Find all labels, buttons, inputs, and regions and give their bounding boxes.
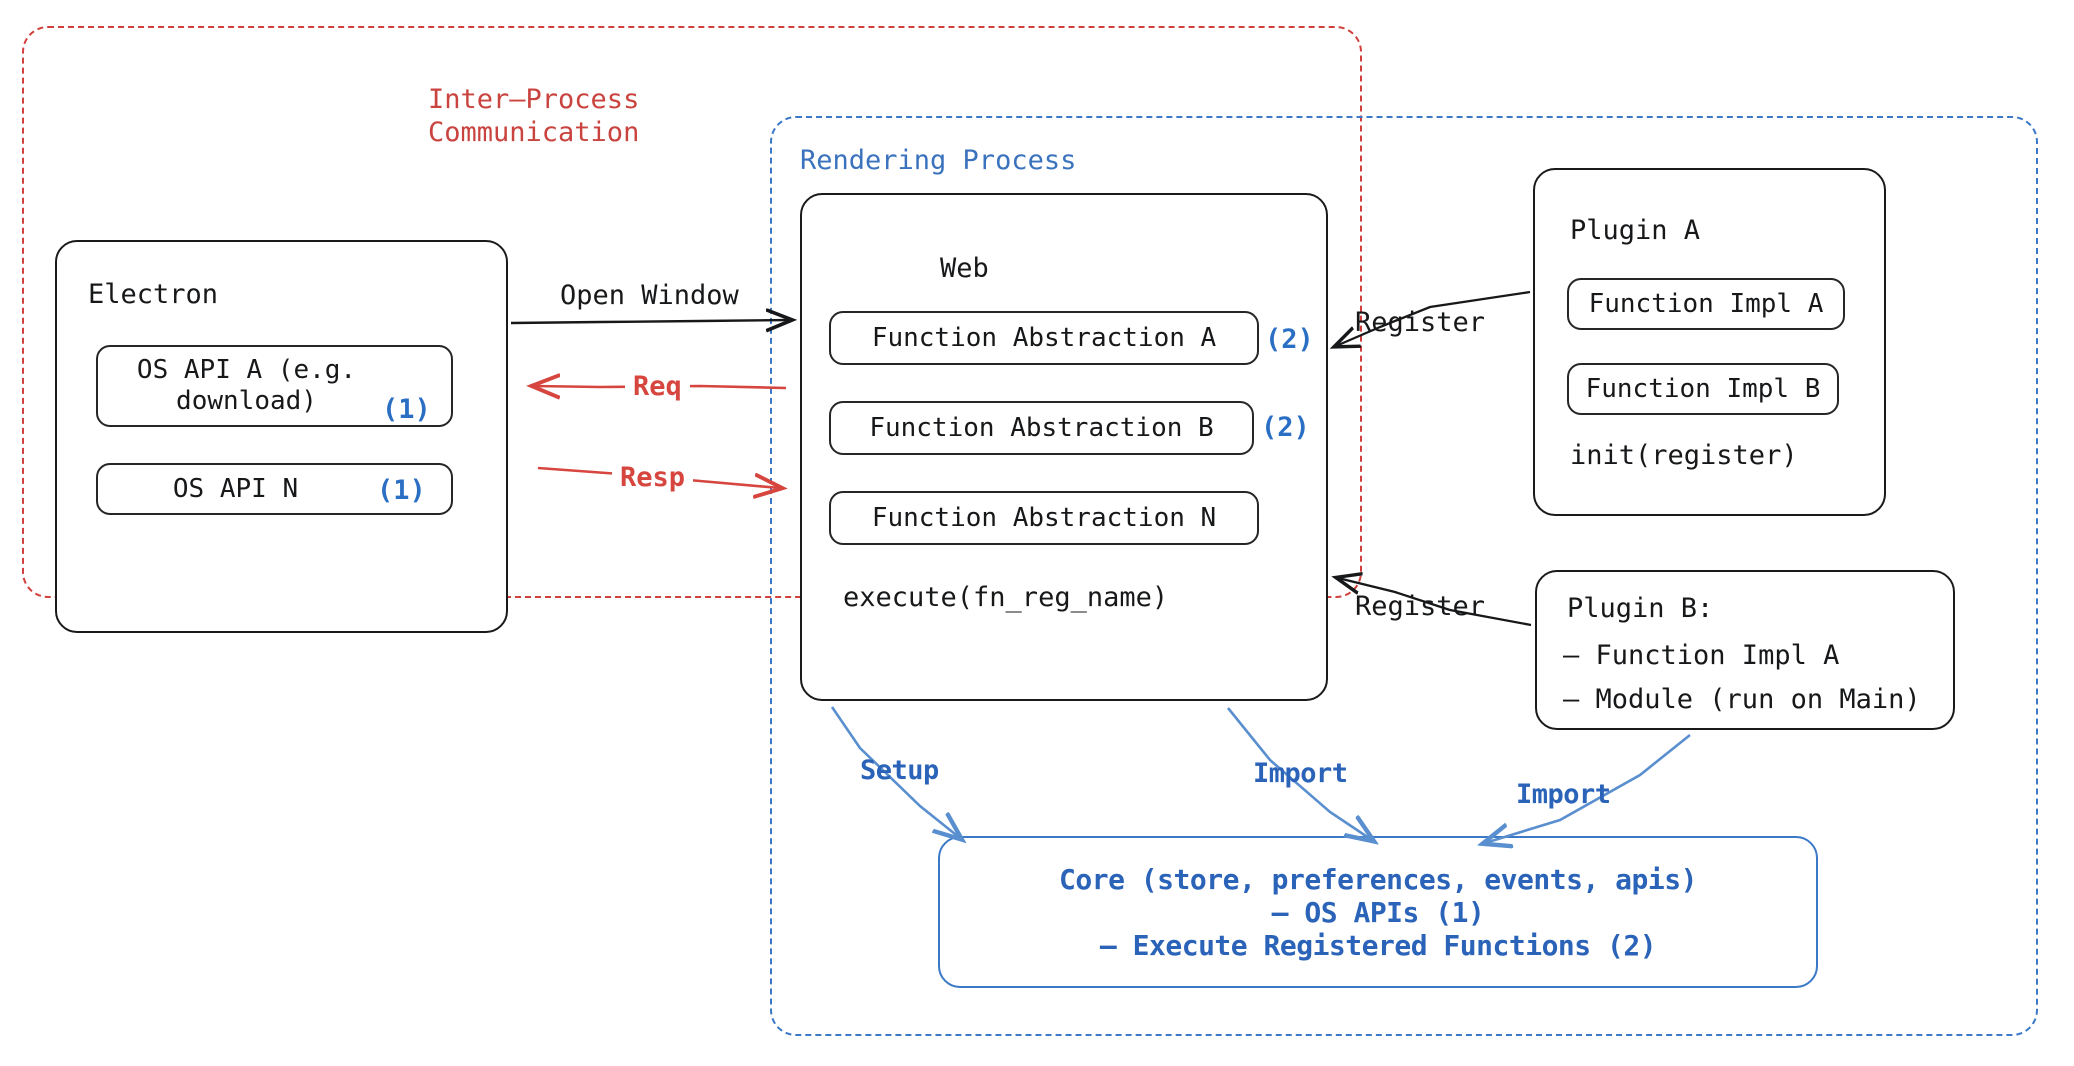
core-line-2: – Execute Registered Functions (2) (1099, 928, 1657, 962)
plugin-b-title: Plugin B: (1567, 593, 1714, 624)
function-impl-b-label: Function Impl B (1585, 374, 1821, 404)
function-abstraction-a-box[interactable]: Function Abstraction A (829, 311, 1259, 365)
os-api-a-badge: (1) (382, 394, 431, 425)
function-abstraction-a-badge: (2) (1265, 324, 1314, 355)
os-api-n-badge: (1) (377, 475, 426, 506)
web-title: Web (940, 253, 989, 284)
os-api-n-label: OS API N (172, 474, 299, 504)
electron-title: Electron (88, 279, 219, 310)
electron-box (55, 240, 508, 633)
function-abstraction-n-box[interactable]: Function Abstraction N (829, 491, 1259, 545)
plugin-b-item-0: – Function Impl A (1563, 640, 1840, 671)
resp-label: Resp (612, 462, 694, 495)
setup-label: Setup (860, 755, 939, 786)
os-api-a-box[interactable]: OS API A (e.g. download) (96, 345, 453, 427)
rendering-process-label: Rendering Process (800, 145, 1077, 176)
plugin-b-box (1535, 570, 1955, 730)
import-plugin-label: Import (1516, 779, 1611, 810)
function-abstraction-b-box[interactable]: Function Abstraction B (829, 401, 1254, 455)
core-line-1: – OS APIs (1) (1271, 895, 1485, 929)
function-impl-a-box[interactable]: Function Impl A (1567, 278, 1845, 330)
register-plugin-b-label: Register (1355, 591, 1486, 622)
function-abstraction-b-label: Function Abstraction B (869, 413, 1214, 443)
function-abstraction-b-badge: (2) (1261, 412, 1310, 443)
core-box: Core (store, preferences, events, apis) … (938, 836, 1818, 988)
rendering-process-container (770, 116, 2038, 1036)
open-window-label: Open Window (560, 280, 739, 311)
web-execute-label: execute(fn_reg_name) (843, 582, 1169, 613)
function-abstraction-a-label: Function Abstraction A (871, 323, 1217, 353)
ipc-container-label: Inter–Process Communication (428, 84, 640, 148)
plugin-a-box (1533, 168, 1886, 516)
req-label: Req (625, 371, 690, 404)
function-impl-b-box[interactable]: Function Impl B (1567, 363, 1839, 415)
plugin-a-init-label: init(register) (1570, 440, 1798, 471)
function-impl-a-label: Function Impl A (1588, 289, 1824, 319)
import-web-label: Import (1253, 758, 1348, 789)
plugin-a-title: Plugin A (1570, 215, 1701, 246)
plugin-b-item-1: – Module (run on Main) (1563, 684, 1921, 715)
register-plugin-a-label: Register (1355, 307, 1486, 338)
os-api-a-label: OS API A (e.g. download) (136, 354, 357, 416)
os-api-n-box[interactable]: OS API N (96, 463, 453, 515)
core-line-0: Core (store, preferences, events, apis) (1059, 862, 1697, 896)
function-abstraction-n-label: Function Abstraction N (871, 503, 1217, 533)
